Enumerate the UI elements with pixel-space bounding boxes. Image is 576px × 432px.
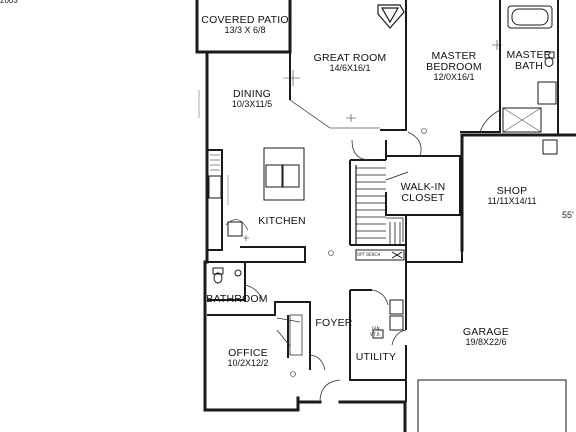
foyer-name: FOYER [315, 317, 353, 329]
door-utility [371, 289, 389, 306]
wall-garage-right [460, 133, 576, 252]
covered-patio-name: COVERED PATIO [201, 14, 289, 26]
door-great-room [351, 139, 371, 161]
label-great-room: GREAT ROOM 14/6X16/1 [305, 52, 395, 74]
kitchen-island [263, 147, 305, 201]
wall-office-top [207, 301, 311, 370]
master-bath-name-1: MASTER [506, 49, 552, 61]
dining-dims: 10/3X11/5 [231, 99, 273, 110]
kitchen-fixtures [208, 147, 305, 237]
wall-bathroom [207, 261, 246, 301]
garage-dims: 19/8X22/6 [465, 337, 507, 348]
panel-box [542, 139, 558, 155]
label-bathroom: BATHROOM [201, 293, 273, 305]
wall-stair-right [350, 215, 407, 262]
door-bathroom [244, 284, 263, 301]
wall-left [195, 0, 300, 412]
garage-fixtures [355, 139, 567, 432]
master-bedroom-name-1: MASTER [431, 50, 477, 62]
garage-door [417, 379, 567, 432]
wall-utility [349, 289, 406, 381]
office-dims: 10/2X12/2 [227, 358, 269, 369]
stairs [355, 165, 409, 245]
label-master-bath: MASTER BATH [504, 49, 554, 73]
door-garage [391, 329, 407, 346]
toilet-bathroom [212, 267, 224, 275]
walk-in-closet-name-2: CLOSET [401, 192, 445, 205]
bathtub [507, 5, 553, 29]
label-office: OFFICE 10/2X12/2 [218, 347, 278, 369]
great-room-outline [289, 99, 380, 129]
garage-name: GARAGE [462, 326, 510, 338]
shop-dims: 11/11X14/11 [487, 196, 537, 207]
door-office [309, 354, 326, 371]
washer [389, 299, 404, 315]
edge-marks [198, 90, 229, 205]
vanity [537, 81, 557, 105]
doors [244, 109, 501, 403]
utility-name: UTILITY [355, 351, 397, 363]
kitchen-name: KITCHEN [258, 215, 306, 227]
patio-corner [377, 4, 405, 29]
wall-kitchen-low [240, 246, 306, 263]
wall-great-master [380, 0, 407, 131]
fan-label: FAN [372, 326, 380, 331]
master-bedroom-dims: 12/0X16/1 [433, 72, 475, 83]
label-dining: DINING 10/3X11/5 [220, 88, 284, 110]
wall-master-bath [460, 0, 501, 133]
shower [502, 107, 542, 133]
fridge [208, 175, 222, 199]
water-heater [372, 329, 384, 339]
label-shop: SHOP 11/11X14/11 [474, 185, 550, 207]
interior-walls [207, 0, 559, 402]
door-front [319, 379, 341, 403]
label-walk-in-closet: WALK-IN CLOSET [392, 181, 454, 205]
bench-label: OPT BENCH [357, 252, 381, 257]
wall-garage-left [405, 250, 463, 402]
label-utility: UTILITY [354, 351, 398, 363]
label-foyer: FOYER [312, 317, 356, 329]
vtr-label: V.T.R. [370, 332, 381, 337]
bath-fixtures [212, 5, 557, 284]
wall-closet [385, 155, 461, 216]
master-bath-name-2: BATH [514, 60, 544, 73]
label-kitchen: KITCHEN [252, 215, 312, 227]
dryer [389, 315, 404, 331]
wall-bottom [296, 400, 407, 432]
shop-name: SHOP [496, 185, 528, 197]
label-covered-patio: COVERED PATIO 13/3 X 6/8 [199, 14, 291, 36]
great-room-name: GREAT ROOM [313, 52, 387, 64]
office-name: OFFICE [228, 347, 268, 359]
edge-dimension: 55' [562, 210, 574, 220]
label-garage: GARAGE 19/8X22/6 [446, 326, 526, 348]
walk-in-closet-name-1: WALK-IN [400, 181, 446, 193]
corner-fragment: 2003 [0, 0, 18, 5]
electrical-symbols [243, 40, 502, 377]
dining-name: DINING [233, 88, 271, 100]
label-master-bedroom: MASTER BEDROOM 12/0X16/1 [418, 50, 490, 83]
door-master [407, 131, 422, 157]
covered-patio-dims: 13/3 X 6/8 [224, 25, 266, 36]
master-bedroom-name-2: BEDROOM [426, 61, 482, 74]
range [227, 221, 243, 237]
door-bath [479, 109, 501, 133]
door-office-closet [276, 317, 301, 347]
bench [355, 249, 405, 261]
great-room-dims: 14/6X16/1 [329, 63, 371, 74]
bathroom-name: BATHROOM [206, 293, 268, 305]
